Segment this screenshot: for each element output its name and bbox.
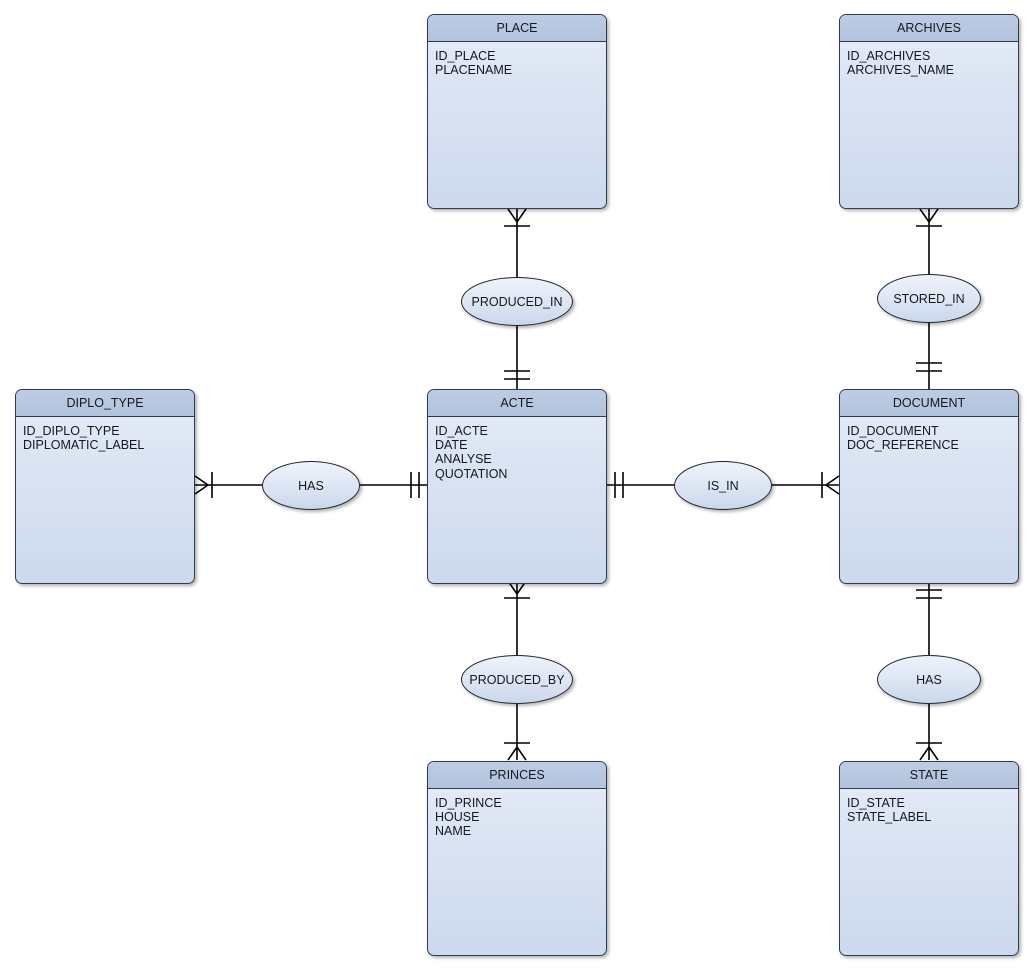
relationship-label: HAS	[916, 672, 942, 687]
relationship-label: STORED_IN	[893, 291, 965, 306]
attribute-list: ID_ARCHIVES ARCHIVES_NAME	[840, 42, 1018, 77]
attribute: STATE_LABEL	[847, 810, 932, 825]
entity-diplo-type[interactable]: DIPLO_TYPE ID_DIPLO_TYPE DIPLOMATIC_LABE…	[15, 389, 195, 584]
entity-acte[interactable]: ACTE ID_ACTE DATE ANALYSE QUOTATION	[427, 389, 607, 584]
relationship-has-diplo-type[interactable]: HAS	[262, 461, 360, 510]
attribute-list: ID_ACTE DATE ANALYSE QUOTATION	[428, 417, 606, 481]
attribute: DOC_REFERENCE	[847, 438, 959, 453]
relationship-is-in[interactable]: IS_IN	[674, 461, 772, 510]
entity-princes[interactable]: PRINCES ID_PRINCE HOUSE NAME	[427, 761, 607, 956]
attribute: DIPLOMATIC_LABEL	[23, 438, 145, 453]
crowsfoot-document-is-in	[824, 475, 840, 495]
attribute: ANALYSE	[435, 452, 492, 467]
crowsfoot-state	[919, 745, 939, 761]
entity-title: DOCUMENT	[840, 390, 1018, 417]
crowsfoot-princes	[507, 745, 527, 761]
relationship-has-state[interactable]: HAS	[877, 655, 981, 704]
relationship-label: IS_IN	[707, 478, 739, 493]
relationship-produced-in[interactable]: PRODUCED_IN	[461, 277, 573, 326]
attribute: ID_DIPLO_TYPE	[23, 424, 120, 438]
entity-title: PLACE	[428, 15, 606, 42]
attribute: PLACENAME	[435, 63, 513, 78]
relationship-produced-by[interactable]: PRODUCED_BY	[461, 655, 573, 704]
attribute: ID_STATE	[847, 796, 905, 810]
attribute: ARCHIVES_NAME	[847, 63, 954, 78]
attribute: ID_PLACE	[435, 49, 496, 63]
attribute: HOUSE	[435, 810, 480, 825]
attribute-list: ID_DIPLO_TYPE DIPLOMATIC_LABEL	[16, 417, 194, 452]
attribute: ID_PRINCE	[435, 796, 502, 810]
entity-archives[interactable]: ARCHIVES ID_ARCHIVES ARCHIVES_NAME	[839, 14, 1019, 209]
attribute: ID_ACTE	[435, 424, 488, 438]
attribute-list: ID_PLACE PLACENAME	[428, 42, 606, 77]
entity-place[interactable]: PLACE ID_PLACE PLACENAME	[427, 14, 607, 209]
crowsfoot-place	[507, 208, 527, 224]
attribute: ID_ARCHIVES	[847, 49, 931, 63]
entity-title: STATE	[840, 762, 1018, 789]
attribute: QUOTATION	[435, 466, 508, 481]
attribute: ID_DOCUMENT	[847, 424, 939, 438]
attribute-list: ID_PRINCE HOUSE NAME	[428, 789, 606, 839]
entity-title: ARCHIVES	[840, 15, 1018, 42]
relationship-label: PRODUCED_BY	[469, 672, 565, 687]
relationship-label: PRODUCED_IN	[471, 294, 563, 309]
attribute-list: ID_STATE STATE_LABEL	[840, 789, 1018, 824]
attribute: DATE	[435, 438, 468, 453]
entity-title: ACTE	[428, 390, 606, 417]
entity-document[interactable]: DOCUMENT ID_DOCUMENT DOC_REFERENCE	[839, 389, 1019, 584]
entity-state[interactable]: STATE ID_STATE STATE_LABEL	[839, 761, 1019, 956]
entity-title: DIPLO_TYPE	[16, 390, 194, 417]
entity-title: PRINCES	[428, 762, 606, 789]
attribute: NAME	[435, 824, 472, 839]
crowsfoot-diplo-type	[194, 475, 210, 495]
crowsfoot-archives	[919, 208, 939, 224]
relationship-stored-in[interactable]: STORED_IN	[877, 274, 981, 323]
attribute-list: ID_DOCUMENT DOC_REFERENCE	[840, 417, 1018, 452]
relationship-label: HAS	[298, 478, 324, 493]
